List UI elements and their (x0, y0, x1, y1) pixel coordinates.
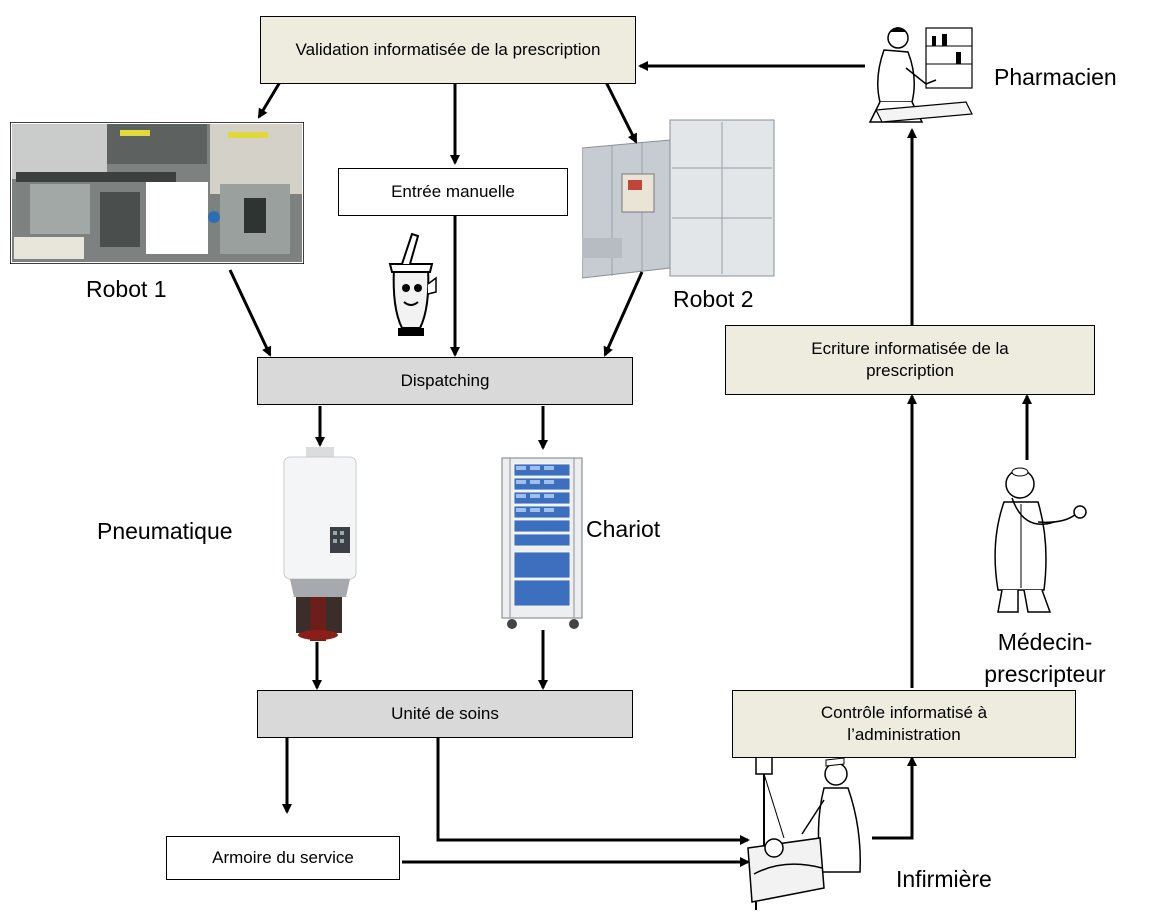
doctor-label-line2: prescripteur (984, 661, 1106, 687)
writing-text: Ecriture informatisée de la prescription (811, 339, 1009, 380)
dispatching-box: Dispatching (257, 357, 633, 405)
writing-box: Ecriture informatisée de la prescription (725, 325, 1095, 395)
dispatching-text: Dispatching (400, 371, 490, 390)
pneumatic-tube-station (283, 447, 357, 641)
arrow-validation-to-robot2 (604, 81, 638, 144)
care-unit-text: Unité de soins (391, 704, 499, 723)
mortar-pestle-figure (388, 232, 437, 336)
validation-text: Validation informatisée de la prescripti… (295, 40, 601, 59)
validation-box: Validation informatisée de la prescripti… (260, 16, 636, 84)
care-unit-box: Unité de soins (257, 690, 633, 738)
pharmacist-drawing (868, 27, 973, 123)
manual-entry-text: Entrée manuelle (391, 182, 515, 201)
nurse-label: Infirmière (896, 866, 992, 892)
trolley-label: Chariot (586, 516, 661, 542)
control-box: Contrôle informatisé à l’administration (732, 690, 1076, 758)
arrow-nurse-to-control (872, 756, 917, 840)
robot1-photo (10, 122, 304, 264)
robot2-cabinet (582, 119, 775, 279)
medication-trolley (501, 457, 583, 629)
arrow-validation-to-robot1 (257, 81, 282, 119)
control-text: Contrôle informatisé à l’administration (820, 703, 988, 744)
doctor-label: Médecin- prescripteur (970, 626, 1120, 690)
cabinet-text: Armoire du service (212, 848, 354, 867)
cabinet-box: Armoire du service (166, 836, 400, 880)
arrow-care-unit-to-nurse (436, 738, 750, 845)
robot2-label: Robot 2 (673, 286, 754, 312)
arrow-robot2-to-dispatching (603, 271, 644, 357)
doctor-drawing (994, 467, 1087, 613)
arrow-robot1-to-dispatching (228, 269, 272, 357)
pneumatic-label: Pneumatique (97, 518, 233, 544)
robot1-label: Robot 1 (86, 276, 167, 302)
doctor-label-line1: Médecin- (997, 629, 1093, 655)
manual-entry-box: Entrée manuelle (338, 168, 568, 216)
pharmacist-label: Pharmacien (994, 64, 1117, 90)
